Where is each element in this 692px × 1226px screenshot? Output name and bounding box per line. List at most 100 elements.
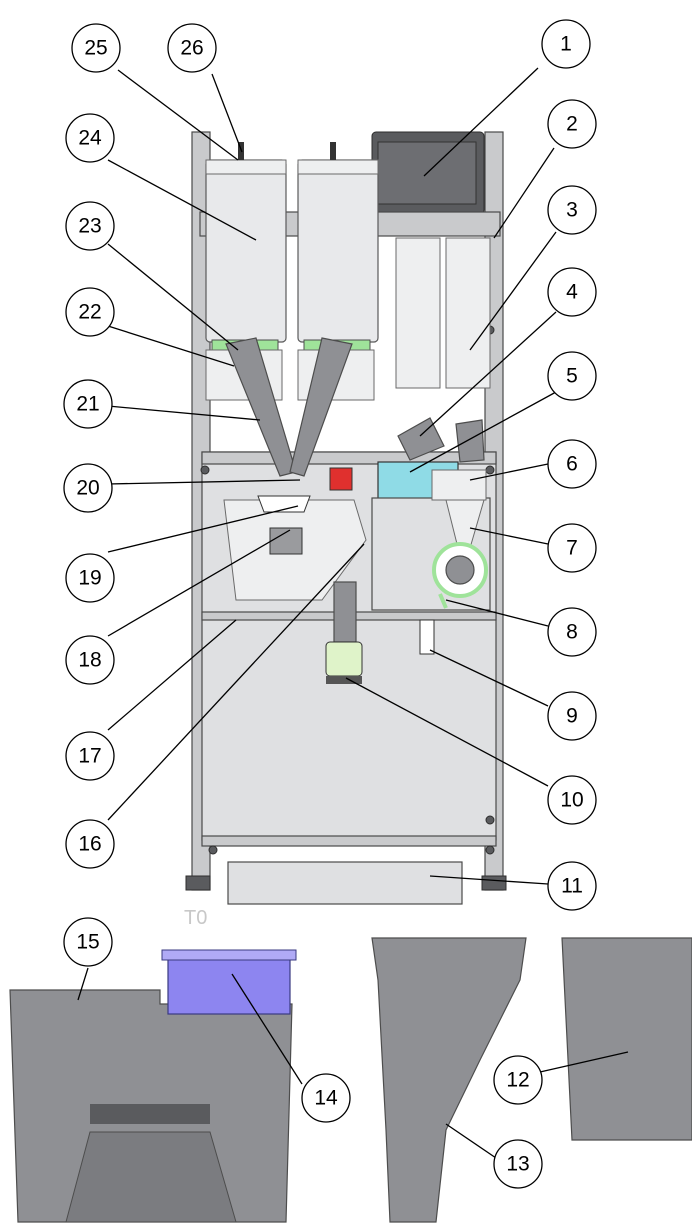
leader-2 <box>493 147 555 239</box>
screw <box>485 845 495 855</box>
callout-20: 20 <box>63 463 113 513</box>
waste-container-handle <box>65 1131 237 1223</box>
callout-22: 22 <box>65 287 115 337</box>
callout-3: 3 <box>547 185 597 235</box>
callout-13: 13 <box>493 1139 543 1189</box>
leader-17 <box>107 619 237 731</box>
cup-column-left <box>395 237 441 389</box>
svg-text:9: 9 <box>566 705 578 728</box>
svg-text:18: 18 <box>78 649 101 672</box>
mixer-funnel-right <box>455 419 485 463</box>
chute-right <box>289 337 353 477</box>
svg-text:2: 2 <box>566 113 578 136</box>
svg-text:14: 14 <box>314 1087 338 1110</box>
mixer-tube <box>438 593 448 609</box>
outlet-pipe-flange <box>326 676 362 684</box>
screw <box>208 845 218 855</box>
svg-text:11: 11 <box>561 875 583 898</box>
waste-container-logo <box>90 1104 210 1124</box>
svg-text:13: 13 <box>506 1153 529 1176</box>
leader-12 <box>539 1051 629 1073</box>
leader-23 <box>107 243 239 351</box>
cup-columns <box>395 237 491 389</box>
leader-lines <box>77 67 629 1159</box>
funnel <box>371 937 527 1223</box>
leader-24 <box>107 159 257 241</box>
hopper-right-lid <box>297 159 379 175</box>
callout-8: 8 <box>547 607 597 657</box>
leader-26 <box>211 73 243 153</box>
leader-13 <box>445 1123 497 1159</box>
leader-4 <box>419 311 557 437</box>
callout-11: 11 <box>547 861 597 911</box>
callout-5: 5 <box>547 351 597 401</box>
svg-text:15: 15 <box>76 931 99 954</box>
callout-21: 21 <box>63 379 113 429</box>
callout-1: 1 <box>541 19 591 69</box>
leader-16 <box>107 543 365 821</box>
callout-16: 16 <box>65 819 115 869</box>
cup-column-right <box>445 237 491 389</box>
svg-text:3: 3 <box>566 199 578 222</box>
callout-18: 18 <box>65 635 115 685</box>
grounds-box-lid <box>257 495 311 513</box>
leader-9 <box>429 649 549 707</box>
leader-10 <box>345 677 549 787</box>
svg-text:4: 4 <box>566 281 578 304</box>
left-foot <box>185 875 211 891</box>
leader-22 <box>107 325 235 367</box>
callout-25: 25 <box>71 23 121 73</box>
mixer-icon <box>371 417 491 655</box>
svg-text:22: 22 <box>78 301 101 324</box>
leader-1 <box>423 67 539 177</box>
hopper-left <box>205 159 287 343</box>
callout-24: 24 <box>65 113 115 163</box>
screw <box>485 815 495 825</box>
callout-7: 7 <box>547 523 597 573</box>
outlet-pipe-coupling <box>325 641 363 677</box>
bottom-rail <box>201 835 497 847</box>
leader-15 <box>77 967 89 1001</box>
callout-10: 10 <box>547 775 597 825</box>
mixer-bowl <box>431 469 487 501</box>
grounds-container-icon <box>223 495 367 601</box>
drip-container <box>167 953 291 1015</box>
outlet-bracket <box>419 619 435 655</box>
hopper-right-handle <box>330 142 336 160</box>
leader-21 <box>107 405 261 421</box>
leader-6 <box>469 463 549 481</box>
leader-25 <box>117 69 239 161</box>
svg-text:7: 7 <box>566 537 578 560</box>
svg-text:6: 6 <box>566 453 578 476</box>
screw <box>485 465 495 475</box>
callout-17: 17 <box>65 731 115 781</box>
leader-11 <box>429 875 549 885</box>
mixer-motor <box>445 555 475 585</box>
leader-8 <box>445 599 549 627</box>
callout-26: 26 <box>167 23 217 73</box>
callout-6: 6 <box>547 439 597 489</box>
chute-icon <box>225 337 353 477</box>
callout-14: 14 <box>301 1073 351 1123</box>
svg-text:19: 19 <box>78 567 101 590</box>
right-foot <box>481 875 507 891</box>
mixer-funnel-left <box>397 417 445 461</box>
hopper-icon <box>205 142 379 401</box>
svg-text:17: 17 <box>78 745 101 768</box>
outlet-pipe <box>325 581 363 684</box>
drip-tray-icon <box>227 861 463 905</box>
callout-23: 23 <box>65 201 115 251</box>
svg-text:12: 12 <box>506 1069 529 1092</box>
callout-19: 19 <box>65 553 115 603</box>
callout-4: 4 <box>547 267 597 317</box>
drip-container-lid <box>161 949 297 961</box>
svg-text:23: 23 <box>78 215 101 238</box>
callout-15: 15 <box>63 917 113 967</box>
leader-20 <box>107 479 301 485</box>
svg-text:24: 24 <box>78 127 102 150</box>
svg-text:10: 10 <box>560 789 583 812</box>
svg-text:5: 5 <box>566 365 578 388</box>
outlet-pipe-body <box>333 581 357 643</box>
cup-holder <box>561 937 692 1141</box>
